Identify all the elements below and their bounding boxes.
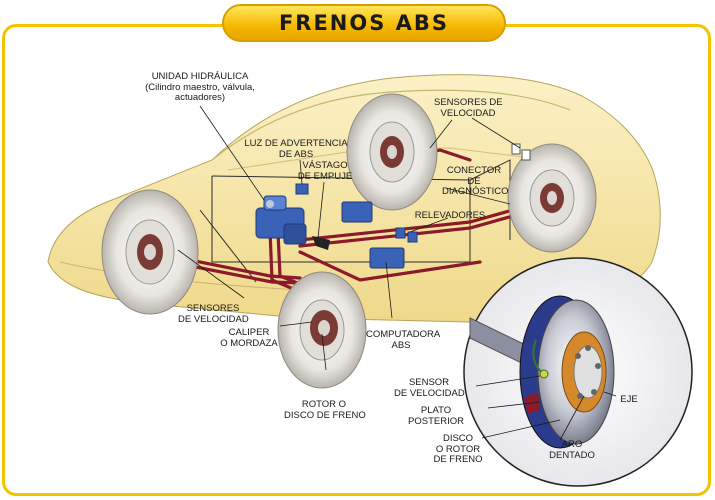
label-caliper: CALIPER O MORDAZA	[220, 327, 278, 349]
label-axle: EJE	[620, 394, 638, 405]
label-rotor: ROTOR O DISCO DE FRENO	[284, 399, 366, 421]
label-relays: RELEVADORES	[414, 210, 486, 221]
label-warning-light: LUZ DE ADVERTENCIA DE ABS	[244, 138, 348, 160]
label-hydraulic-unit: UNIDAD HIDRÁULICA (Cilindro maestro, vál…	[145, 71, 255, 103]
label-disc-rotor: DISCO O ROTOR DE FRENO	[433, 433, 483, 465]
label-backing-plate: PLATO POSTERIOR	[408, 405, 464, 427]
rear-left-wheel	[101, 189, 199, 315]
label-speed-sensors-left: SENSORES DE VELOCIDAD	[178, 303, 249, 325]
label-toothed-ring: ARO DENTADO	[549, 439, 595, 461]
rear-right-wheel	[346, 93, 438, 211]
page-title: FRENOS ABS	[278, 11, 450, 35]
title-banner: FRENOS ABS	[222, 4, 506, 42]
label-diagnostic-connector: CONECTOR DE DIAGNÓSTICO	[442, 165, 509, 197]
label-abs-computer: COMPUTADORA ABS	[366, 329, 441, 351]
label-speed-sensors-top: SENSORES DE VELOCIDAD	[434, 97, 503, 119]
electronic-components	[295, 143, 531, 269]
leader-lines	[177, 105, 617, 441]
hydraulic-unit	[255, 195, 307, 245]
label-speed-sensor-detail: SENSOR DE VELOCIDAD	[394, 377, 465, 399]
front-right-wheel	[507, 143, 597, 253]
label-push-rod: VÁSTAGO DE EMPUJE	[297, 160, 353, 182]
front-left-wheel	[277, 271, 367, 389]
